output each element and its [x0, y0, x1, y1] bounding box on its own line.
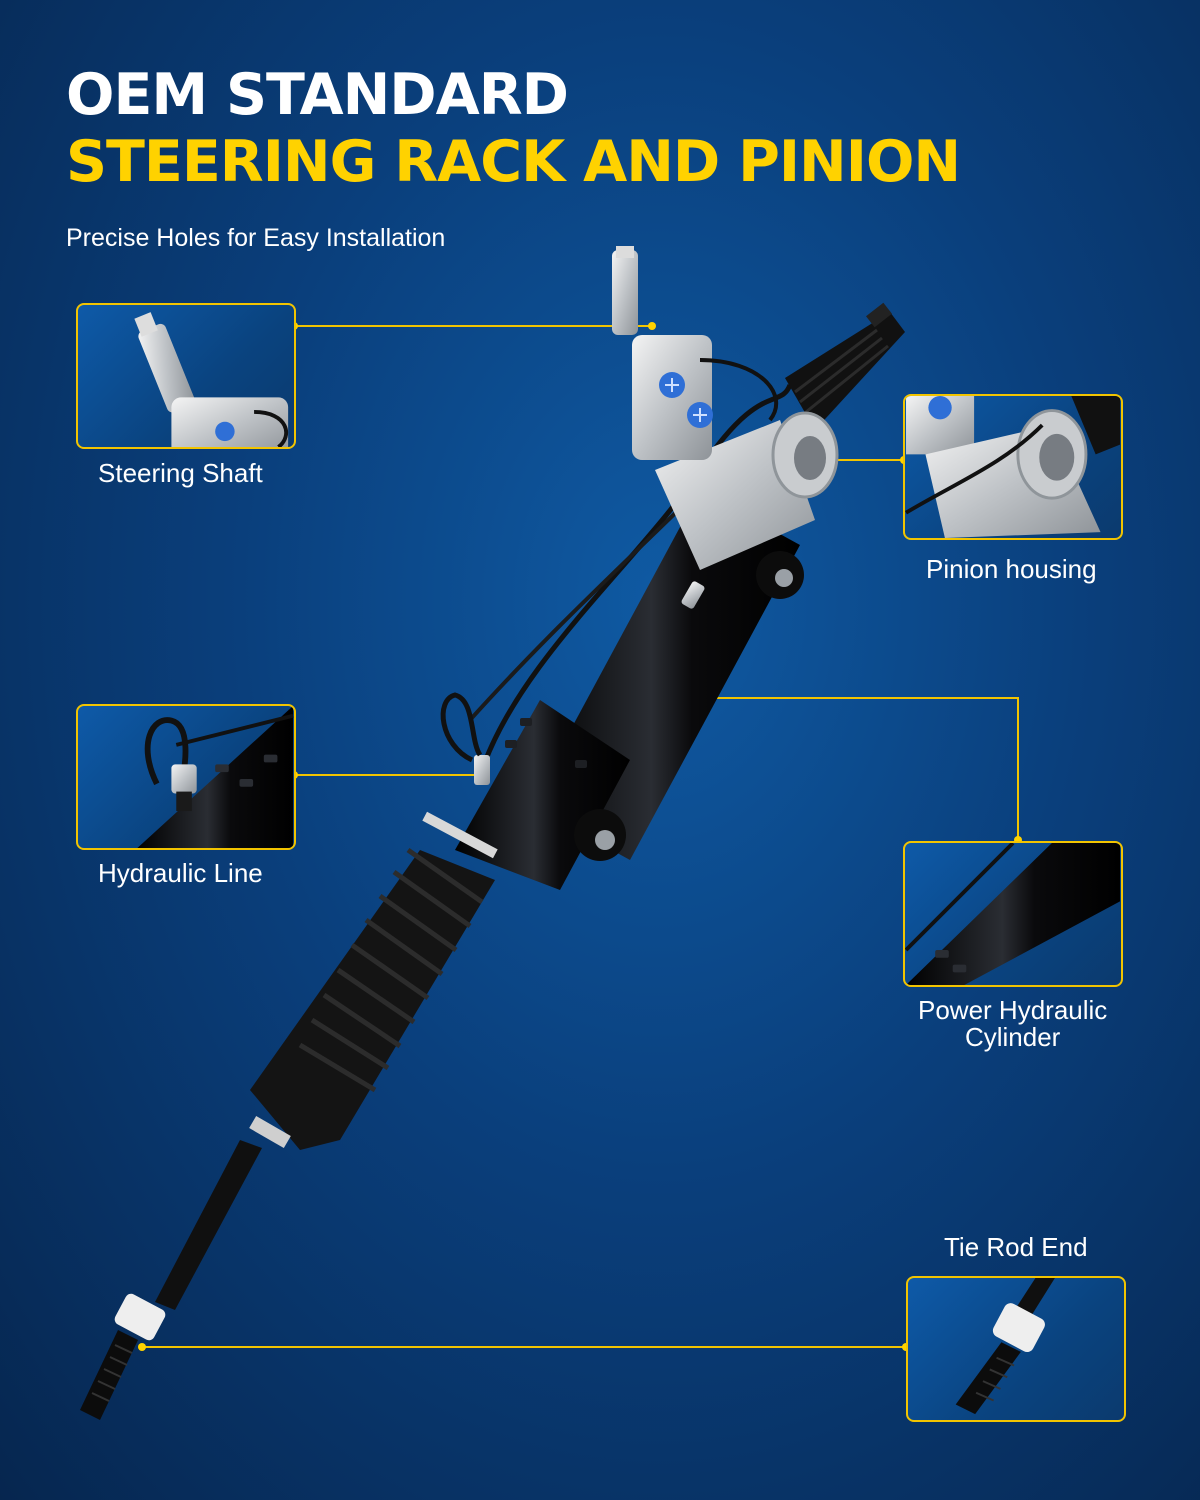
- hydraulic-line-zoom-image: [137, 706, 294, 848]
- pinion-housing: [612, 246, 839, 570]
- power-cylinder-label-line2: Cylinder: [964, 1022, 1061, 1053]
- pinion-housing-zoom-image: [905, 396, 1120, 538]
- leader-lines: [142, 325, 1019, 1348]
- tie-rod: [80, 1115, 291, 1420]
- steering-shaft-detail: [76, 303, 296, 449]
- power-cylinder-label: Power Hydraulic Cylinder: [918, 995, 1108, 1053]
- power-cylinder-label-line1: Power Hydraulic: [918, 995, 1108, 1025]
- hydraulic-line-detail: [76, 704, 296, 850]
- lower-boot: [250, 811, 498, 1150]
- hydraulic-line-label: Hydraulic Line: [98, 858, 263, 888]
- power-cylinder-zoom-image: [905, 843, 1120, 985]
- tie-rod-end-detail: [906, 1276, 1126, 1422]
- headline-line2: STEERING RACK AND PINION: [66, 129, 961, 196]
- subtitle: Precise Holes for Easy Installation: [66, 224, 446, 252]
- tie-rod-end-label: Tie Rod End: [944, 1232, 1088, 1262]
- headline-line1: OEM STANDARD: [66, 62, 569, 128]
- pinion-housing-detail: [903, 394, 1123, 540]
- headline: OEM STANDARD STEERING RACK AND PINION: [66, 62, 961, 197]
- pinion-housing-label: Pinion housing: [926, 554, 1097, 584]
- power-cylinder-detail: [903, 841, 1123, 987]
- upper-boot: [785, 302, 905, 430]
- tie-rod-end-zoom-image: [955, 1278, 1055, 1415]
- steering-shaft-label: Steering Shaft: [98, 458, 263, 488]
- steering-shaft-zoom-image: [134, 312, 289, 447]
